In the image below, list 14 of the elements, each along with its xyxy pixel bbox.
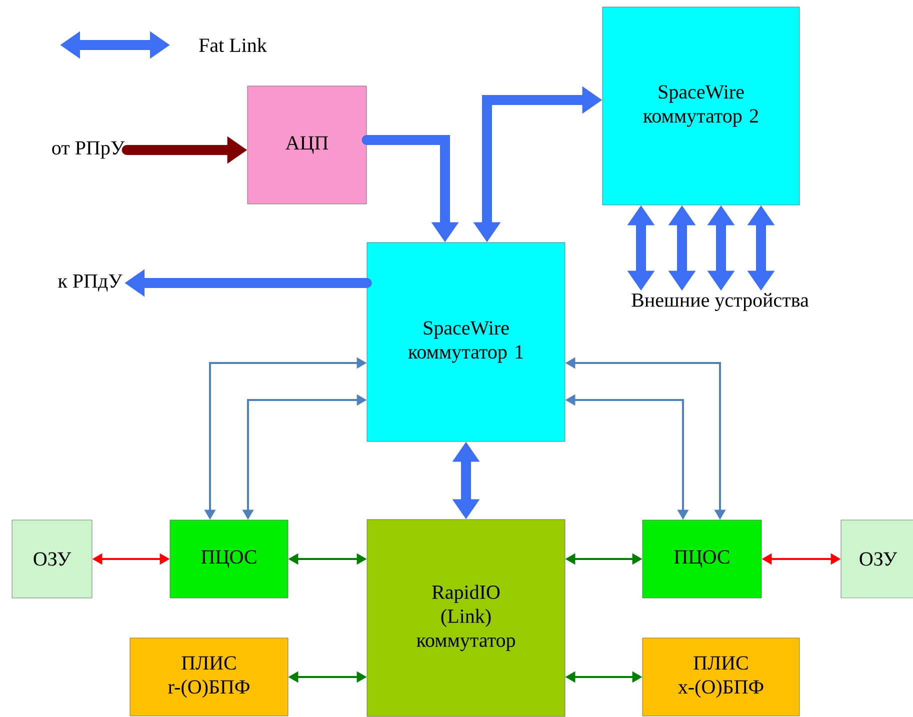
text-label: от РПрУ [52,141,125,159]
text-label: Внешние устройства [632,293,809,311]
process-box: RapidIO (Link) коммутатор [366,519,566,717]
process-box: ПЦОС [170,520,288,598]
text-label: к РПдУ [58,274,122,292]
legend-label: Fat Link [199,38,267,52]
process-box: ПЦОС [642,520,762,598]
process-box: ПЛИС r-(О)БПФ [130,638,288,716]
process-box: ОЗУ [840,520,913,598]
process-box: ОЗУ [12,520,92,598]
process-box: SpaceWire коммутатор 1 [366,242,566,442]
process-box: ПЛИС x-(О)БПФ [642,638,800,716]
process-box: АЦП [247,86,367,204]
process-box: SpaceWire коммутатор 2 [602,6,800,206]
